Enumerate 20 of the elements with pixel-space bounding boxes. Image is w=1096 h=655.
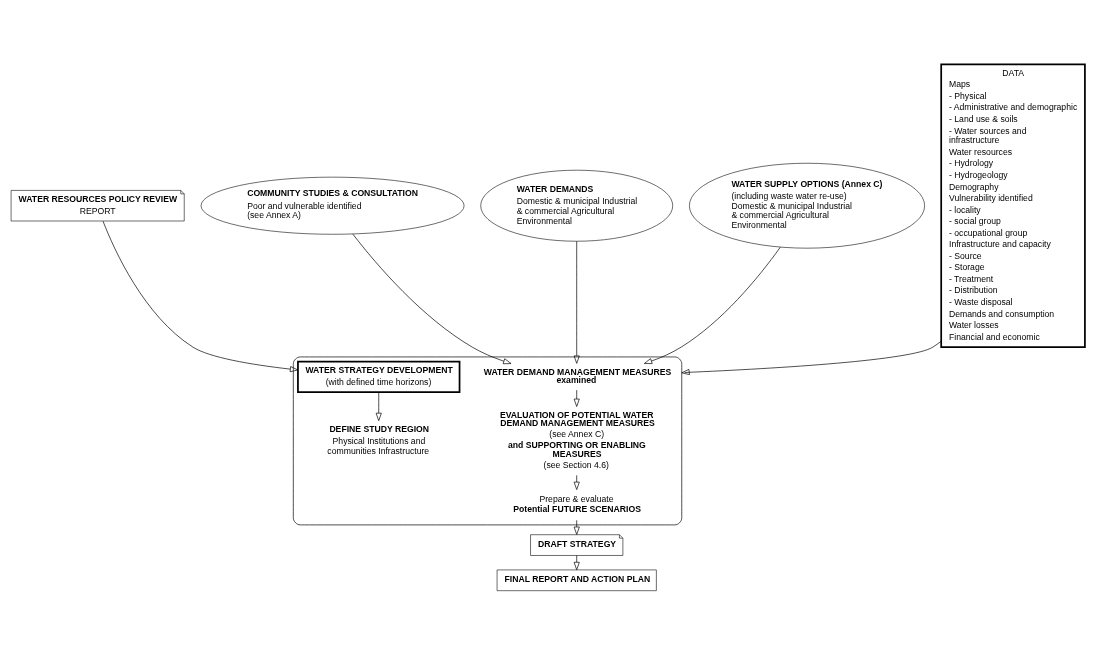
node-text: DEFINE STUDY REGION Physical Institutions and communities Infrastructure xyxy=(327,423,430,456)
node-text: WATER DEMAND MANAGEMENT MEASURES examined xyxy=(483,366,672,386)
node-ellipse: COMMUNITY STUDIES & CONSULTATION Poor and vulnerable identified (see Annex A) xyxy=(200,176,465,235)
arrow xyxy=(375,391,382,422)
arrow xyxy=(102,220,299,373)
arrow xyxy=(573,389,580,407)
arrow xyxy=(573,519,580,535)
arrow xyxy=(573,475,580,490)
node-box: FINAL REPORT AND ACTION PLAN xyxy=(496,569,657,591)
arrow xyxy=(352,233,512,365)
node-ellipse: WATER SUPPLY OPTIONS (Annex C) (including waste water re-use) Domestic & municipal Industrial & commercial Agricultural Environmental xyxy=(689,162,925,249)
node-box: DATA Maps - Physical - Administrative and demographic - Land use & soils - Water sources and infrastructure Water resources - Hydrology - Hydrogeology Demography Vulnerability identified - locality - social group - occupational group Infrastructure and capacity - Source - Storage - Treatment - Distribution - Waste disposal Demands and consumption Water losses Financial and economic xyxy=(940,63,1086,348)
node-ellipse: WATER DEMANDS Domestic & municipal Industrial & commercial Agricultural Environmental xyxy=(480,169,673,242)
arrow xyxy=(643,246,781,364)
node-text: Prepare & evaluate Potential FUTURE SCENARIOS xyxy=(513,493,641,515)
arrow xyxy=(573,555,580,571)
arrow xyxy=(573,240,580,364)
node-text: EVALUATION OF POTENTIAL WATER DEMAND MANAGEMENT MEASURES (see Annex C) and SUPPORTING OR ENABLING MEASURES (see Section 4.6) xyxy=(499,409,655,471)
arrow xyxy=(681,340,942,375)
node-box: WATER STRATEGY DEVELOPMENT (with defined time horizons) xyxy=(297,360,461,393)
